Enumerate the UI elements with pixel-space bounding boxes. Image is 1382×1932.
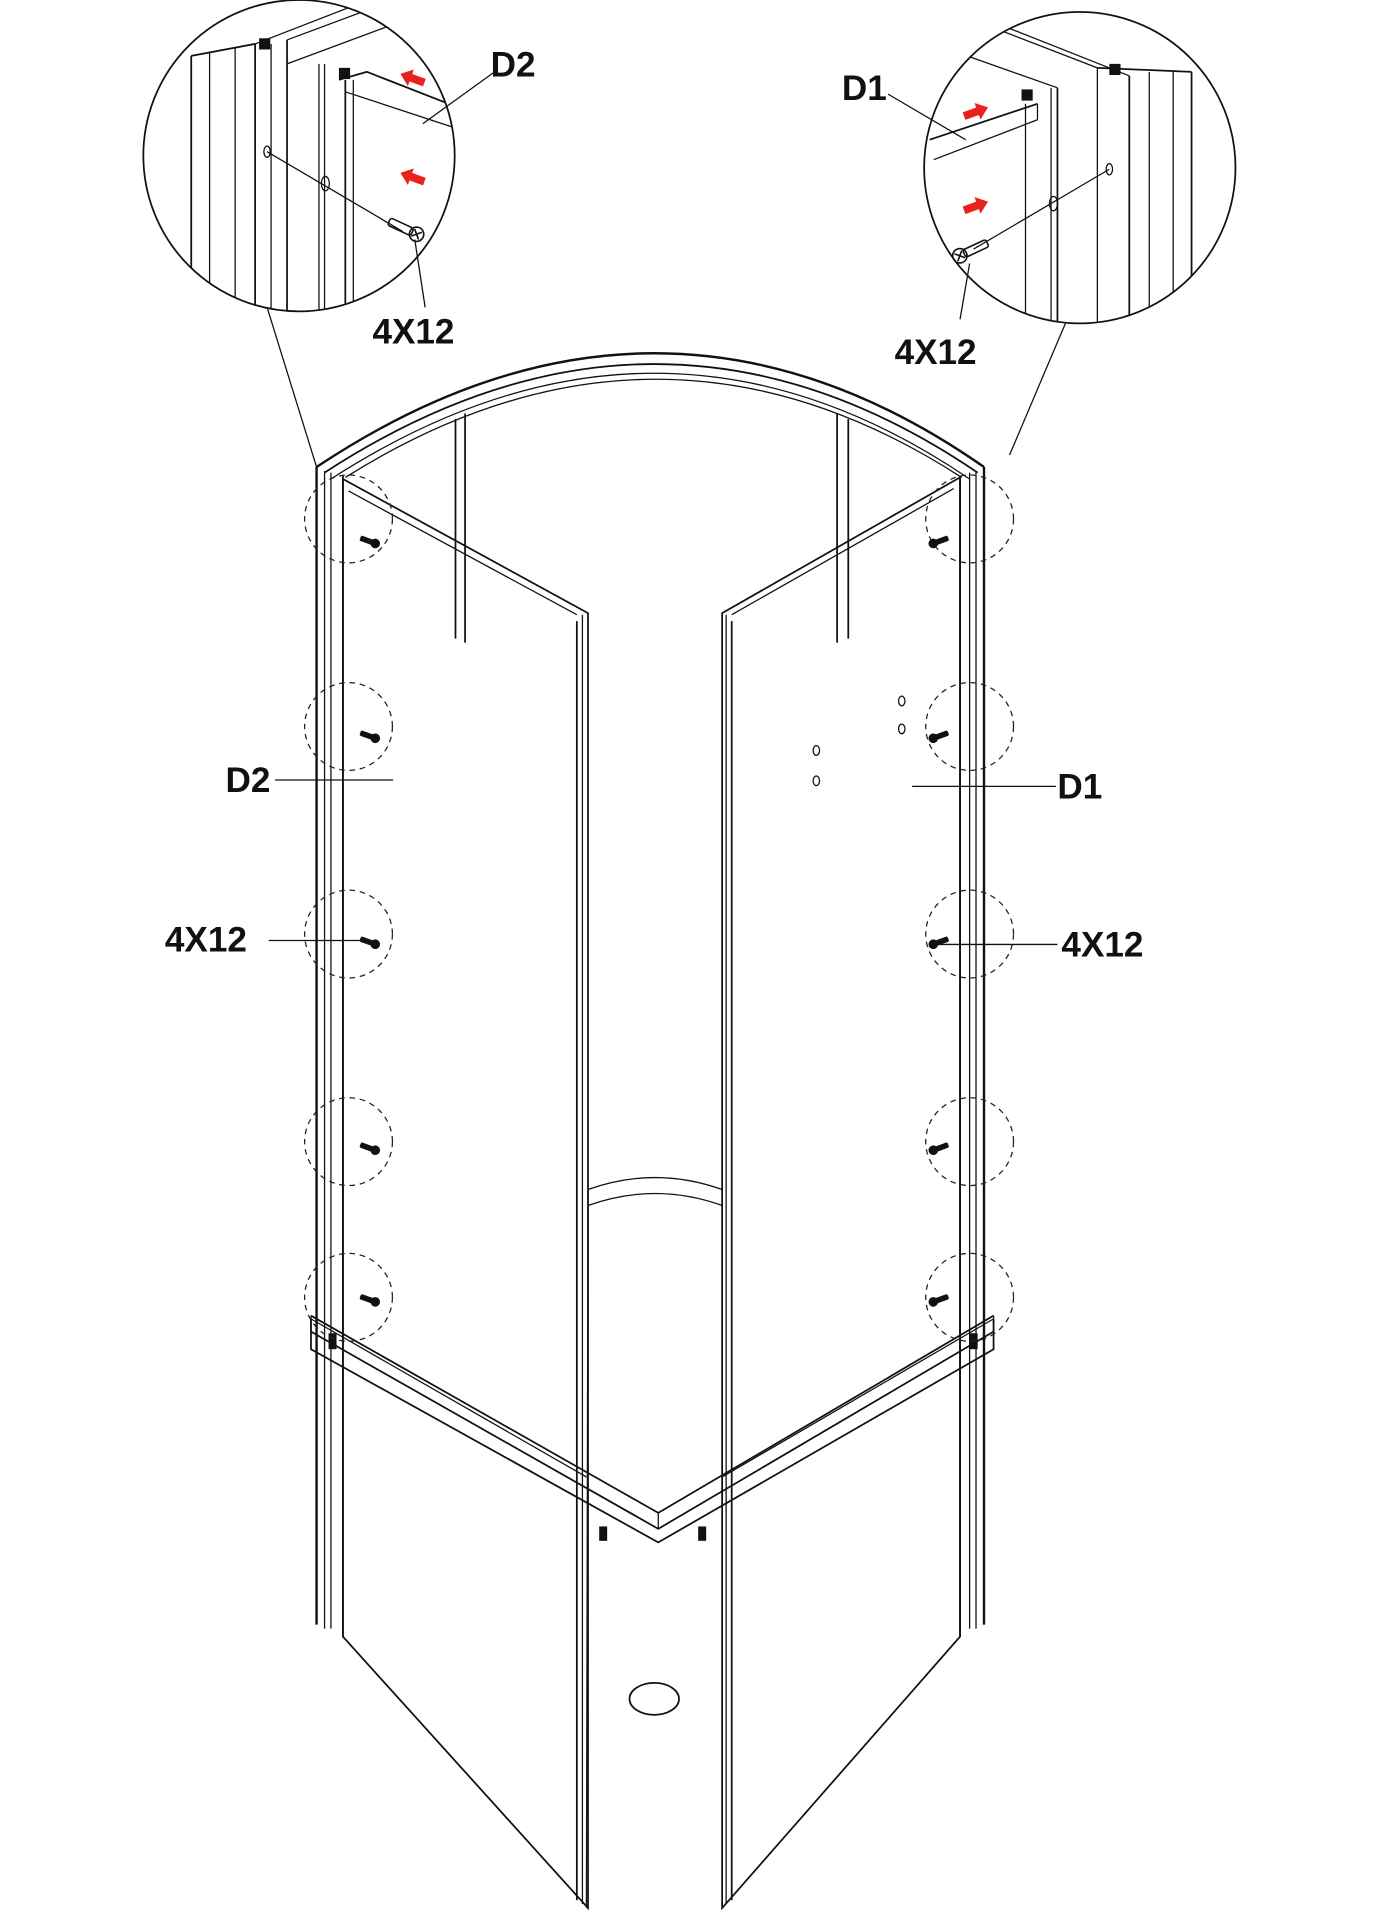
left-callout-line <box>266 307 318 468</box>
left-detail-inset: D2 4X12 <box>142 0 536 351</box>
inset-panel-label-d2: D2 <box>491 46 536 85</box>
screw-icon <box>927 1140 950 1157</box>
left-screw-points <box>303 474 394 1342</box>
right-callout-line <box>1008 323 1067 456</box>
screw-label-right: 4X12 <box>1061 925 1143 964</box>
panel-label-d1: D1 <box>1057 767 1102 806</box>
screw-icon <box>358 1140 382 1157</box>
shower-enclosure <box>310 352 995 1911</box>
inset-panel-label-d1: D1 <box>842 69 887 108</box>
red-push-arrow-icon <box>397 65 428 91</box>
right-detail-inset: D1 4X12 <box>842 11 1237 372</box>
inset-screw-label-left: 4X12 <box>372 312 454 351</box>
screw-icon <box>358 533 382 550</box>
screw-icon <box>358 934 382 951</box>
red-push-arrow-icon <box>961 193 992 219</box>
panel-label-d2: D2 <box>226 761 271 800</box>
screw-icon <box>358 1291 382 1309</box>
screw-icon <box>927 934 950 951</box>
screw-icon <box>358 728 382 745</box>
screw-icon <box>927 728 950 745</box>
screw-icon <box>927 1291 950 1309</box>
red-push-arrow-icon <box>397 164 428 190</box>
right-screw-points <box>925 474 1015 1342</box>
screw-label-left: 4X12 <box>165 921 247 960</box>
screw-icon <box>927 533 950 550</box>
inset-screw-label-right: 4X12 <box>895 333 977 372</box>
shower-tray <box>310 1314 995 1530</box>
